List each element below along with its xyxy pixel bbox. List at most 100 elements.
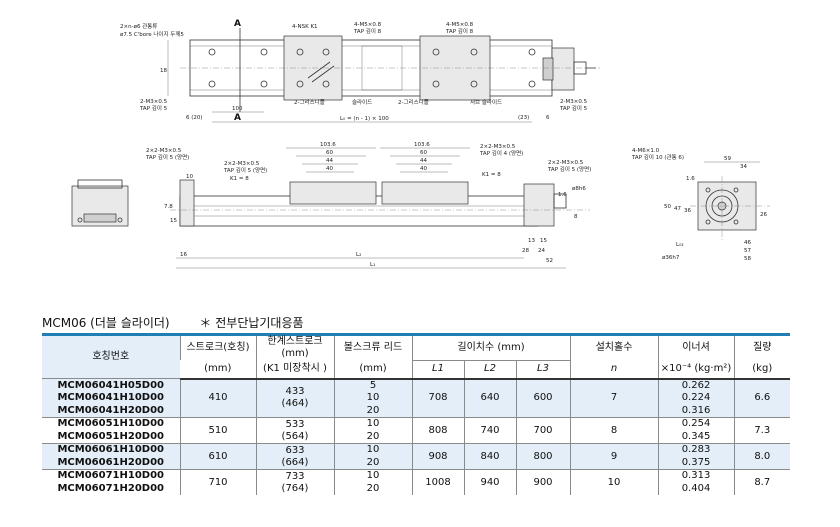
limit-cell: 733(764) [255,469,334,495]
th-lead-unit: (mm) [333,360,412,380]
spec-table: 호칭번호 스트로크(호칭) 한계스트로크 (mm) 볼스크류 리드 길이치수 (… [42,333,791,495]
th-stroke-unit: (mm) [180,360,256,380]
dim-13: 13 [528,238,535,244]
dim-15-b: 15 [540,238,547,244]
th-l1: L1 [411,360,464,380]
limit-cell: 533(564) [255,417,334,444]
th-mount: 설치홀수 [569,334,659,360]
model-cell: MCM06051H20D00 [57,430,165,442]
model-cell: MCM06041H05D00 [42,378,180,392]
l2-cell: 940 [463,469,516,495]
th-inertia-unit: ×10⁻⁴ (kg·m²) [657,360,735,380]
stroke-cell: 410 [179,378,256,418]
dim-l1: L₁ [370,262,375,268]
dim-60-a: 60 [326,150,333,156]
l2-cell: 840 [463,443,516,470]
dim-1-6: 1.6 [558,192,567,198]
dim-100: 100 [232,106,243,112]
model-cell: MCM06071H10D00 [42,469,180,483]
top-view: A A 2×n-ø6 관통류 ø7.5 C'bore 나이지 두께5 4-NSK… [120,19,600,123]
dim-16: 16 [180,252,187,258]
side-view: 103.6 60 44 40 103.6 60 44 40 2×2-M3×0.5… [145,142,591,269]
callout-side-4: 2×2-M3×0.5 [548,160,584,166]
th-lead: 볼스크류 리드 [333,334,412,360]
table-row: MCM06071H20D00 20 0.404 [42,482,790,495]
inertia-cell: 0.254 [657,417,735,431]
limit-cell: 633(664) [255,443,334,470]
dim-103-6-a: 103.6 [320,142,336,148]
model-cell: MCM06041H10D00 [57,392,165,404]
callout-m3-right-depth: TAP 깊이 5 [559,104,588,112]
l3-cell: 900 [515,469,571,495]
section-title: MCM06 (더블 슬라이더) [42,316,170,330]
th-mass-unit: (kg) [733,360,791,380]
dim-60-b: 60 [420,150,427,156]
model-cell: MCM06041H20D00 [57,404,165,416]
section-mark-a-bottom: A [234,113,241,123]
callout-m5-b-depth: TAP 깊이 8 [445,27,474,35]
mount-cell: 9 [569,443,659,470]
dim-l2: L₂ [356,252,361,258]
callout-m3-right: 2-M3×0.5 [560,99,588,105]
th-stroke: 스트로크(호칭) [179,334,256,360]
th-l2: L2 [463,360,516,380]
dim-58: 58 [744,256,751,262]
end-view: 4-M6×1.0 TAP 깊이 10 (관통 6) 59 34 1.6 50 4… [631,148,770,262]
th-inertia: 이너셔 [657,334,735,360]
table-row: MCM06061H10D00 610 633(664) 10 908 840 8… [42,443,791,470]
callout-thru-holes: 2×n-ø6 관통류 [120,22,157,30]
dim-34: 34 [740,164,747,170]
dim-6-20: 6 (20) [186,115,203,121]
callout-side-1-depth: TAP 깊이 5 (양면) [145,153,189,161]
dim-18: 18 [160,68,167,74]
dim-40-a: 40 [326,166,333,172]
table-row: MCM06051H10D00 510 533(564) 10 808 740 7… [42,417,791,444]
dim-15: 15 [170,218,177,224]
l3-cell: 700 [515,417,571,444]
stroke-cell: 710 [179,469,256,495]
callout-side-2-depth: TAP 깊이 5 (양면) [223,166,267,174]
th-limit: 한계스트로크 (mm) [255,334,334,360]
dim-7-8: 7.8 [164,204,173,210]
callout-grease-1: 2-그리스니플 [294,98,325,106]
table-row: MCM06041H05D00 410 433(464) 5 708 640 60… [42,378,791,418]
callout-grease-2: 2-그리스니플 [398,98,429,106]
mass-cell: 6.6 [733,378,791,418]
inertia-cell: 0.224 [657,392,735,405]
dim-26: 26 [760,212,767,218]
th-model: 호칭번호 [42,334,180,379]
dim-lo3: L₀₃ [676,242,683,248]
l2-cell: 640 [463,378,516,418]
l1-cell: 808 [411,417,464,444]
callout-m5-b: 4-M5×0.8 [446,22,474,28]
dim-40-b: 40 [420,166,427,172]
section-mark-a-top: A [234,19,241,29]
dim-46: 46 [744,240,751,246]
stroke-cell: 610 [179,443,256,470]
dim-8: 8 [574,214,578,220]
mount-cell: 10 [569,469,659,495]
th-l3: L3 [515,360,571,380]
l3-cell: 800 [515,443,571,470]
callout-sub-slide: 서브 슬라이드 [470,98,502,106]
callout-side-4-depth: TAP 깊이 5 (양면) [547,165,591,173]
callout-m3-left: 2-M3×0.5 [140,99,168,105]
dim-23: (23) [518,115,529,121]
lead-cell: 10 [333,392,412,405]
callout-k1-b: K1 = 8 [482,172,501,178]
l2-cell: 740 [463,417,516,444]
inertia-cell: 0.262 [657,378,735,392]
lead-cell: 20 [333,404,412,418]
callout-slide: 슬라이드 [352,98,372,106]
callout-nsk: 4-NSK K1 [292,24,318,30]
inertia-cell: 0.345 [657,430,735,444]
l3-cell: 600 [515,378,571,418]
dim-44-b: 44 [420,158,427,164]
model-cell: MCM06071H20D00 [57,482,165,494]
dim-36h7: ø36h7 [662,255,680,261]
th-limit-sub: (K1 미장착시 ) [255,360,334,380]
section-note: ＊ 전부단납기대응품 [199,316,304,330]
lead-cell: 5 [333,378,412,392]
th-mass: 질량 [733,334,791,360]
callout-m3-left-depth: TAP 깊이 5 [139,104,168,112]
